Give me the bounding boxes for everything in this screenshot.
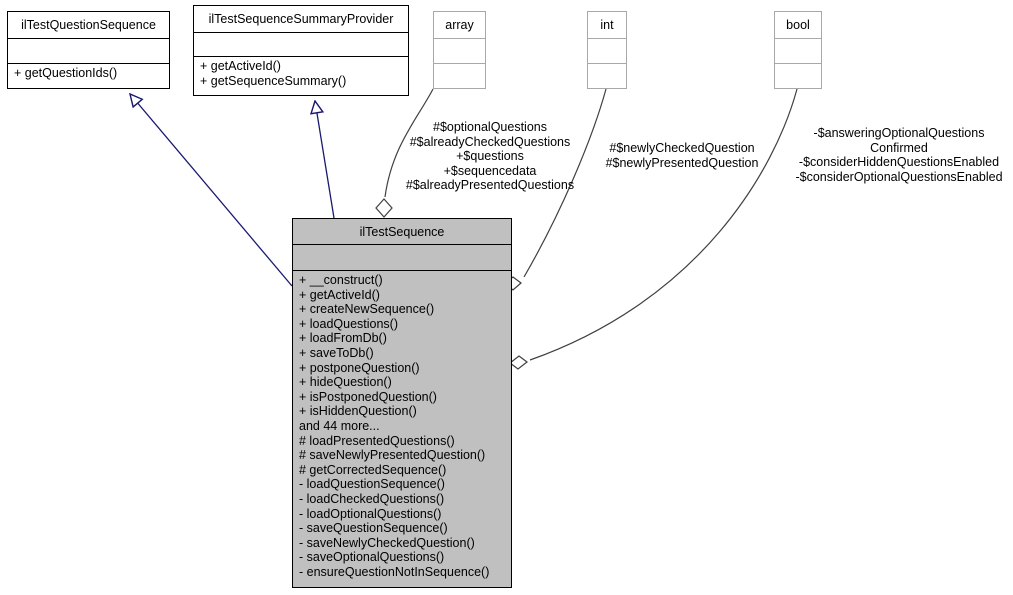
class-title-iltestquestionsequence: ilTestQuestionSequence: [8, 12, 169, 39]
class-operations-iltestquestionsequence: + getQuestionIds(): [8, 64, 169, 84]
edge-label-bool-members: -$answeringOptionalQuestions Confirmed -…: [795, 126, 1003, 184]
operation-loadpresentedquestions[interactable]: # loadPresentedQuestions(): [299, 433, 455, 448]
edge-label-int-members: #$newlyCheckedQuestion #$newlyPresentedQ…: [605, 141, 759, 170]
type-attributes-int: [588, 39, 626, 64]
class-operations-iltestsequencesummaryprovider: + getActiveId() + getSequenceSummary(): [194, 57, 408, 91]
class-box-iltestsequence[interactable]: ilTestSequence + __construct() + getActi…: [292, 218, 512, 588]
operations-more-indicator: and 44 more...: [299, 418, 380, 433]
type-operations-int: [588, 64, 626, 69]
class-attributes-iltestsequencesummaryprovider: [194, 33, 408, 57]
operation-saveoptionalquestions[interactable]: - saveOptionalQuestions(): [299, 550, 445, 565]
edge-generalization-summary-provider: [315, 101, 335, 219]
aggregation-diamond-bool: [509, 355, 528, 370]
operation-createnewsequence[interactable]: + createNewSequence(): [299, 302, 435, 317]
class-title-iltestsequence: ilTestSequence: [293, 219, 511, 245]
operation-loadquestions[interactable]: + loadQuestions(): [299, 316, 399, 331]
operation-loadoptionalquestions[interactable]: - loadOptionalQuestions(): [299, 506, 442, 521]
operation-loadquestionsequence[interactable]: - loadQuestionSequence(): [299, 477, 445, 492]
type-title-int: int: [588, 12, 626, 39]
operation-postponequestion[interactable]: + postponeQuestion(): [299, 360, 420, 375]
operation-savenewlycheckedquestion[interactable]: - saveNewlyCheckedQuestion(): [299, 535, 475, 550]
operation-loadfromdb[interactable]: + loadFromDb(): [299, 331, 387, 346]
class-box-iltestquestionsequence[interactable]: ilTestQuestionSequence + getQuestionIds(…: [7, 11, 170, 89]
operation-getsequencesummary[interactable]: + getSequenceSummary(): [200, 73, 347, 88]
class-box-iltestsequencesummaryprovider[interactable]: ilTestSequenceSummaryProvider + getActiv…: [193, 5, 409, 96]
class-operations-iltestsequence: + __construct() + getActiveId() + create…: [293, 271, 511, 582]
operation-getcorrectedsequence[interactable]: # getCorrectedSequence(): [299, 462, 447, 477]
type-attributes-array: [434, 39, 485, 64]
operation-loadcheckedquestions[interactable]: - loadCheckedQuestions(): [299, 491, 445, 506]
operation-savequestionsequence[interactable]: - saveQuestionSequence(): [299, 521, 448, 536]
operation-ishiddenquestion[interactable]: + isHiddenQuestion(): [299, 404, 417, 419]
type-box-bool[interactable]: bool: [774, 11, 822, 89]
operation-ispostponedquestion[interactable]: + isPostponedQuestion(): [299, 389, 437, 404]
operation-getquestionids[interactable]: + getQuestionIds(): [14, 66, 118, 80]
operation-savenewlypresentedquestion[interactable]: # saveNewlyPresentedQuestion(): [299, 448, 486, 463]
type-box-array[interactable]: array: [433, 11, 486, 89]
class-title-iltestsequencesummaryprovider: ilTestSequenceSummaryProvider: [194, 6, 408, 33]
type-operations-bool: [775, 64, 821, 69]
operation-getactiveid[interactable]: + getActiveId(): [299, 287, 380, 302]
type-operations-array: [434, 64, 485, 69]
type-title-array: array: [434, 12, 485, 39]
type-attributes-bool: [775, 39, 821, 64]
class-attributes-iltestsequence: [293, 245, 511, 271]
class-attributes-iltestquestionsequence: [8, 39, 169, 64]
operation-hidequestion[interactable]: + hideQuestion(): [299, 375, 392, 390]
edge-label-array-members: #$optionalQuestions #$alreadyCheckedQues…: [405, 120, 575, 193]
type-title-bool: bool: [775, 12, 821, 39]
edge-generalization-question-sequence: [130, 94, 293, 287]
operation-ensurequestionnotinsequence[interactable]: - ensureQuestionNotInSequence(): [299, 564, 490, 579]
type-box-int[interactable]: int: [587, 11, 627, 89]
operation-construct[interactable]: + __construct(): [299, 273, 383, 287]
aggregation-diamond-array: [375, 198, 393, 218]
operation-savetodb[interactable]: + saveToDb(): [299, 345, 374, 360]
operation-getactiveid[interactable]: + getActiveId(): [200, 59, 281, 73]
